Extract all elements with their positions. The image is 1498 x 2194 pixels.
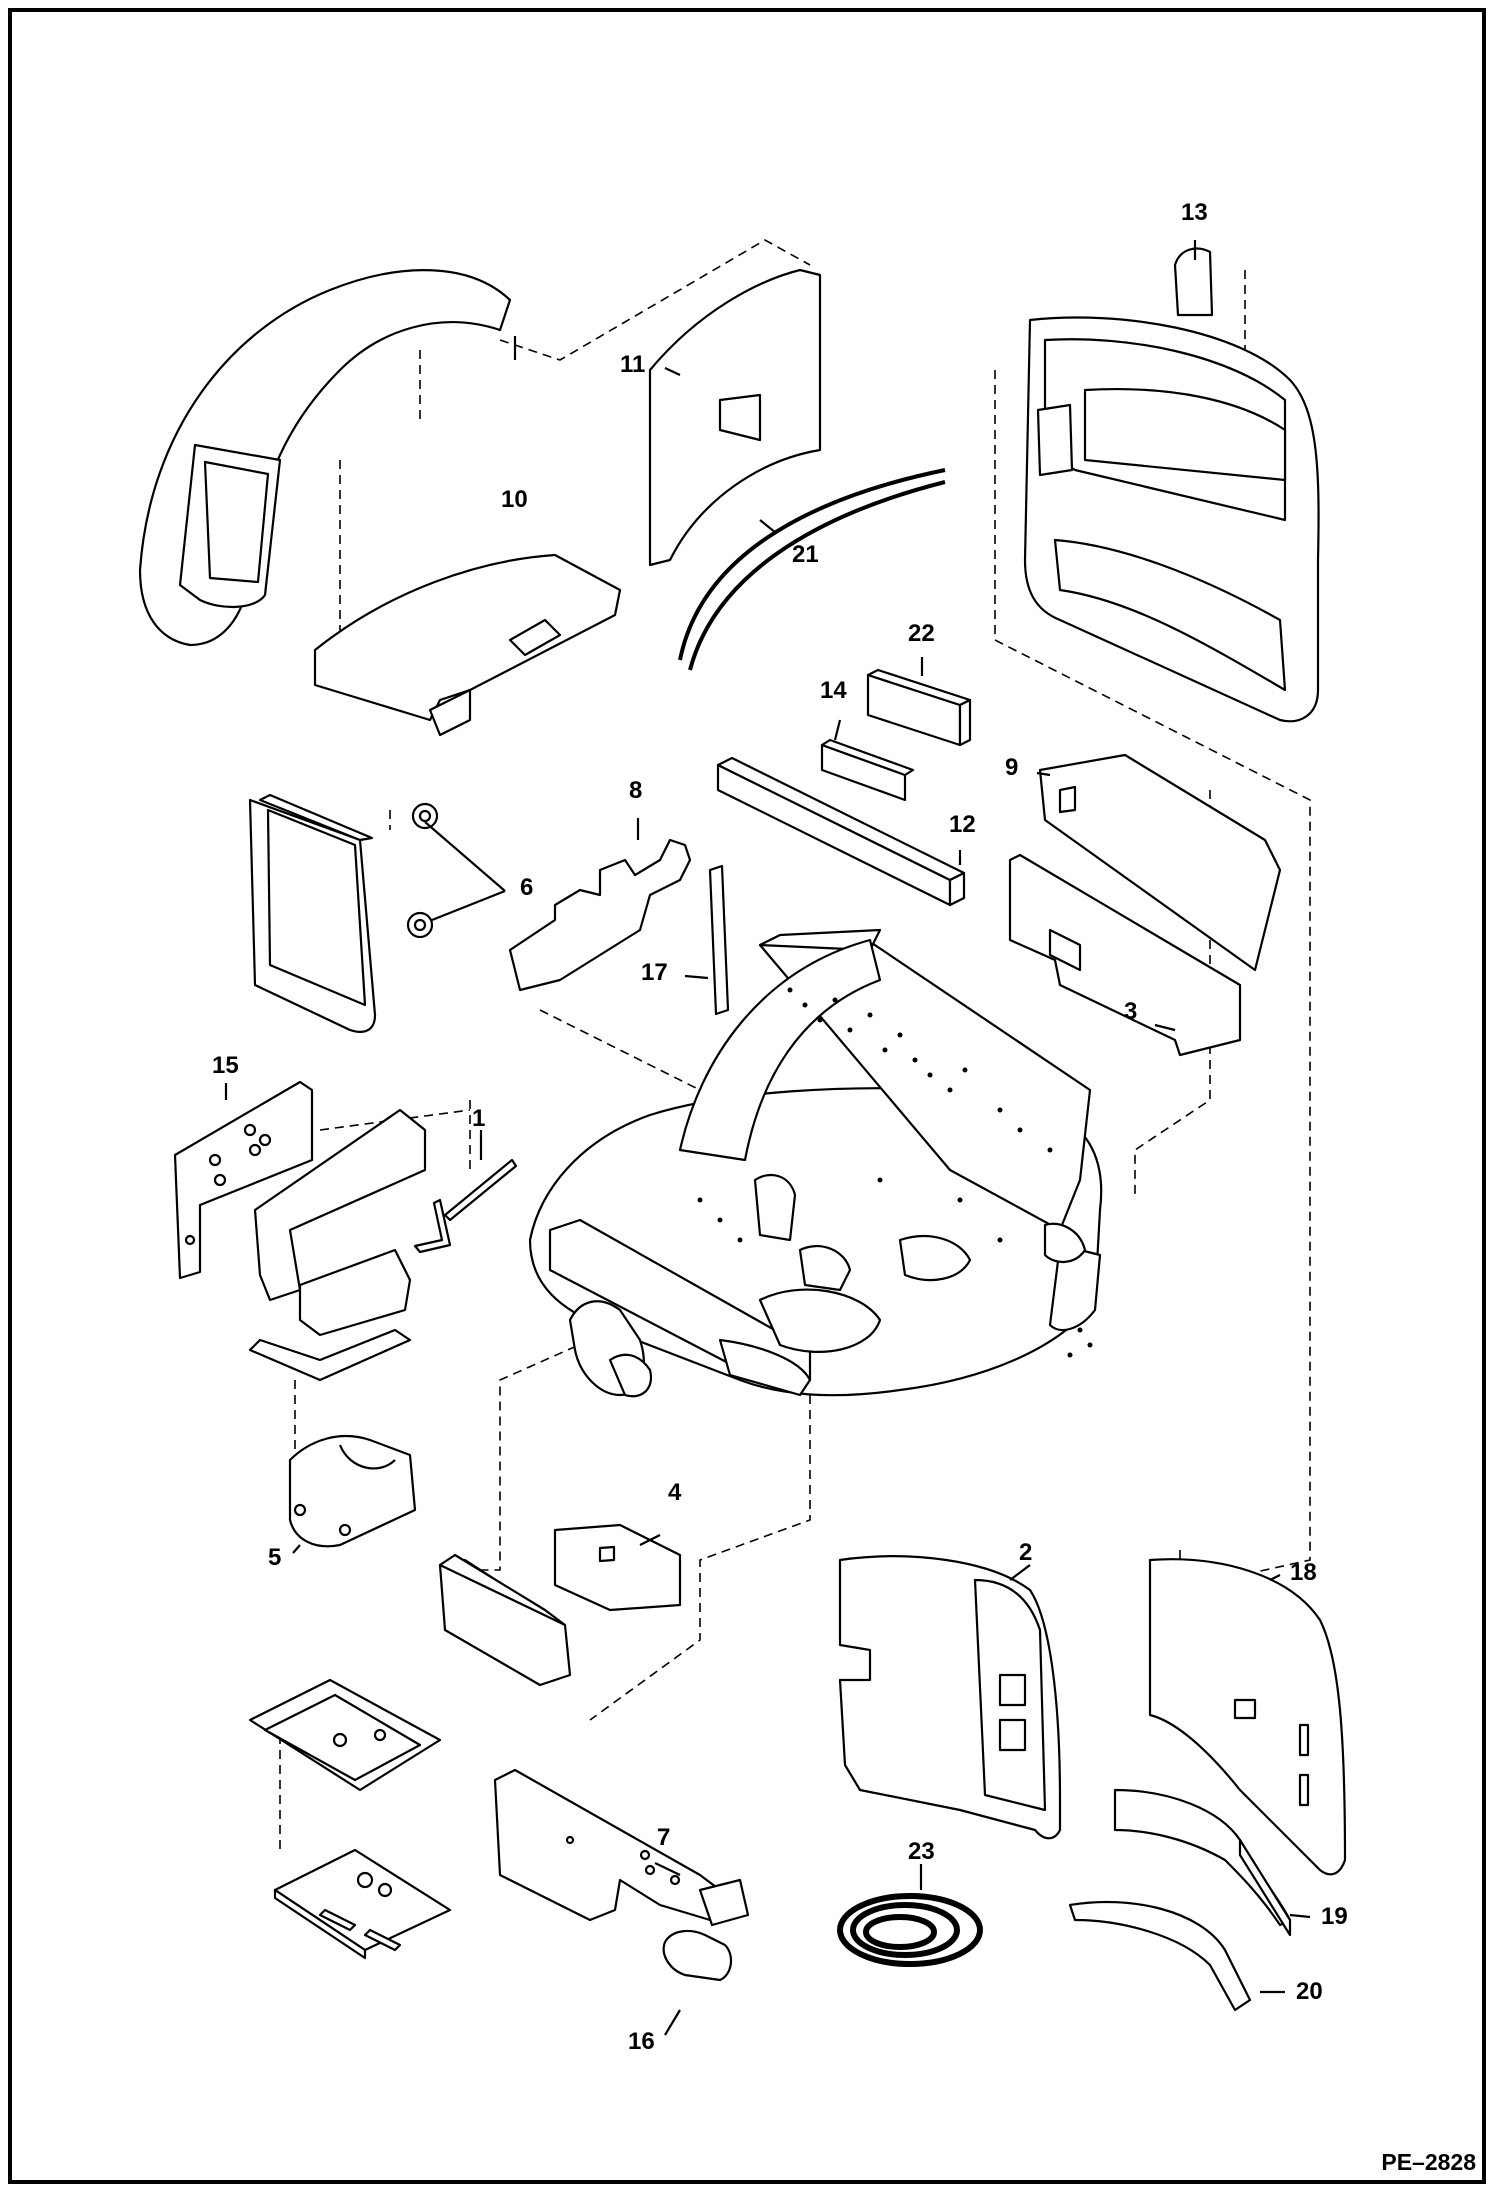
part-20-foam [1068, 1900, 1252, 2012]
callout-2: 2 [1019, 1539, 1033, 1566]
part-15-plate [173, 1080, 314, 1280]
part-5-cover [288, 1435, 417, 1548]
part-4-foam-block [553, 1523, 682, 1612]
part-2-counterweight-panel [838, 1555, 1062, 1840]
callout-21: 21 [792, 541, 819, 568]
callout-15: 15 [212, 1052, 239, 1079]
callout-7: 7 [657, 1824, 671, 1851]
drawing-frame [8, 8, 1486, 2184]
part-1-linkage-rod [413, 1158, 518, 1254]
part-13-bumper [1173, 247, 1214, 317]
callout-13: 13 [1181, 199, 1208, 226]
part-3-insulation-panel [1008, 853, 1242, 1057]
callout-3: 3 [1124, 998, 1138, 1025]
rear-door-panel [1023, 316, 1320, 723]
part-19-foam [1113, 1788, 1292, 1937]
callout-22: 22 [908, 620, 935, 647]
page-code: PE–2828 [1381, 2149, 1476, 2175]
part-6-mounts [406, 802, 439, 939]
callout-18: 18 [1290, 1559, 1317, 1586]
part-16-pad [662, 1929, 733, 1982]
callout-9: 9 [1005, 754, 1019, 781]
callout-16: 16 [628, 2028, 655, 2055]
control-bracket [248, 1108, 427, 1382]
callout-20: 20 [1296, 1978, 1323, 2005]
radiator [248, 793, 377, 1033]
callout-23: 23 [908, 1838, 935, 1865]
frame-hole-pattern [697, 987, 1093, 1358]
part-11-side-panel [648, 268, 822, 567]
callout-leaders [224, 240, 1311, 2036]
part-8-insulation [508, 838, 692, 992]
callout-1: 1 [472, 1105, 486, 1132]
callout-6: 6 [520, 874, 534, 901]
callout-14: 14 [820, 677, 847, 704]
callout-4: 4 [668, 1479, 682, 1506]
callout-17: 17 [641, 959, 668, 986]
floor-mat-lower [273, 1848, 452, 1960]
upper-frame [528, 928, 1103, 1398]
part-18-panel [1148, 1558, 1347, 1876]
part-9-cover [1038, 753, 1282, 972]
floor-plate-upper [248, 1678, 442, 1792]
part-10-hood [138, 269, 622, 737]
callout-19: 19 [1321, 1903, 1348, 1930]
storage-box [438, 1553, 572, 1687]
part-12-foam-bar [716, 756, 966, 907]
callout-8: 8 [629, 777, 643, 804]
part-17-foam-strip [708, 864, 730, 1016]
part-7-side-panel [493, 1768, 750, 1927]
part-21-seal-strip [678, 468, 946, 671]
part-22-foam-block [866, 668, 972, 747]
callout-12: 12 [949, 811, 976, 838]
part-14-foam-strip [820, 738, 915, 802]
part-23-coiled-seal [837, 1893, 983, 1967]
callout-10: 10 [501, 486, 528, 513]
callout-5: 5 [268, 1544, 282, 1571]
callout-11: 11 [620, 351, 646, 378]
